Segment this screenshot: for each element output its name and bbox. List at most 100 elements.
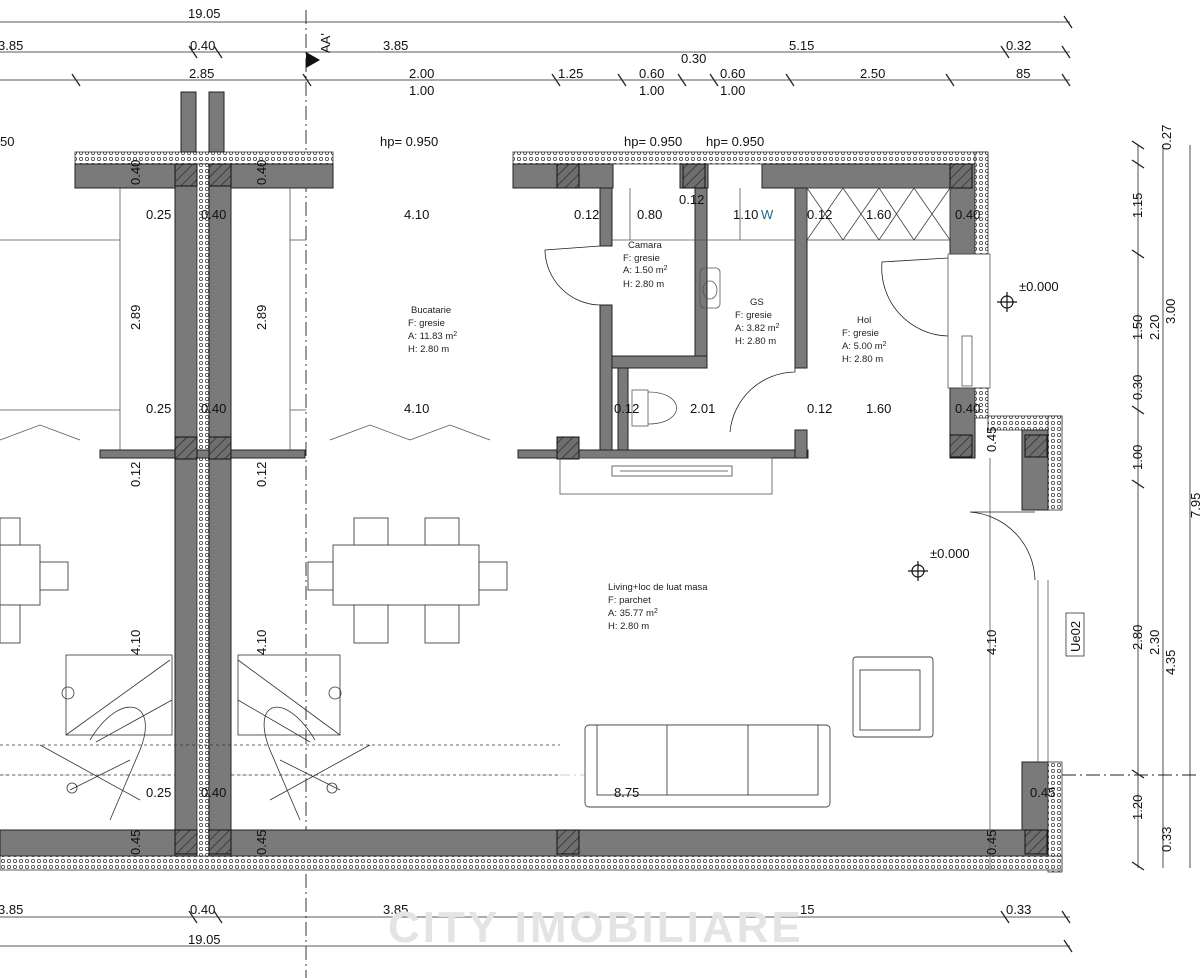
svg-text:0.45: 0.45 bbox=[984, 830, 999, 855]
doors bbox=[544, 245, 1036, 581]
svg-text:Bucatarie: Bucatarie bbox=[411, 305, 451, 316]
svg-text:F: gresie: F: gresie bbox=[735, 310, 772, 321]
dining-tables bbox=[0, 517, 508, 644]
svg-text:2.50: 2.50 bbox=[860, 66, 885, 81]
svg-text:2.30: 2.30 bbox=[1147, 630, 1162, 655]
svg-text:2.85: 2.85 bbox=[189, 66, 214, 81]
svg-text:±0.000: ±0.000 bbox=[930, 546, 970, 561]
bottom-dimension-text: 3.85 0.40 3.85 15 0.33 19.05 bbox=[0, 902, 1031, 947]
svg-text:2.20: 2.20 bbox=[1147, 315, 1162, 340]
svg-text:H: 2.80 m: H: 2.80 m bbox=[408, 344, 449, 355]
svg-text:85: 85 bbox=[1016, 66, 1030, 81]
svg-text:1.60: 1.60 bbox=[866, 207, 891, 222]
svg-text:A: 1.50 m2: A: 1.50 m2 bbox=[623, 265, 668, 276]
svg-text:0.12: 0.12 bbox=[807, 207, 832, 222]
dimension-lines bbox=[0, 21, 1191, 947]
svg-text:1.00: 1.00 bbox=[409, 83, 434, 98]
sofa bbox=[584, 724, 831, 808]
svg-text:19.05: 19.05 bbox=[188, 932, 221, 947]
watermark: CITY IMOBILIARE bbox=[388, 903, 804, 952]
svg-text:0.30: 0.30 bbox=[681, 51, 706, 66]
top-dimension-text: 19.05 AA' 3.85 0.40 3.85 5.15 0.32 0.30 … bbox=[0, 6, 1031, 149]
svg-text:0.80: 0.80 bbox=[637, 207, 662, 222]
svg-text:0.40: 0.40 bbox=[201, 785, 226, 800]
room-label-hol: Hol F: gresie A: 5.00 m2 H: 2.80 m bbox=[842, 315, 887, 365]
armchair bbox=[852, 656, 934, 738]
svg-text:0.30: 0.30 bbox=[1130, 375, 1145, 400]
window-tag-box bbox=[1065, 612, 1085, 657]
svg-text:1.50: 1.50 bbox=[1130, 315, 1145, 340]
svg-text:0.12: 0.12 bbox=[574, 207, 599, 222]
svg-text:0.25: 0.25 bbox=[146, 207, 171, 222]
svg-text:1.00: 1.00 bbox=[1130, 445, 1145, 470]
svg-text:3.85: 3.85 bbox=[0, 902, 23, 917]
svg-text:4.10: 4.10 bbox=[254, 630, 269, 655]
svg-text:0.40: 0.40 bbox=[254, 160, 269, 185]
svg-text:4.10: 4.10 bbox=[404, 401, 429, 416]
svg-text:0.40: 0.40 bbox=[201, 401, 226, 416]
svg-text:Ue02: Ue02 bbox=[1068, 621, 1083, 652]
svg-text:0.12: 0.12 bbox=[128, 462, 143, 487]
svg-text:0.32: 0.32 bbox=[1006, 38, 1031, 53]
svg-text:0.33: 0.33 bbox=[1006, 902, 1031, 917]
svg-text:H: 2.80 m: H: 2.80 m bbox=[608, 621, 649, 632]
svg-text:0.12: 0.12 bbox=[679, 192, 704, 207]
svg-text:W: W bbox=[761, 207, 774, 222]
storage-cabinet bbox=[806, 187, 951, 241]
svg-text:0.33: 0.33 bbox=[1159, 827, 1174, 852]
svg-text:0.45: 0.45 bbox=[128, 830, 143, 855]
svg-text:0.40: 0.40 bbox=[201, 207, 226, 222]
interior-lines bbox=[0, 188, 1049, 870]
svg-text:4.10: 4.10 bbox=[984, 630, 999, 655]
svg-text:0.45: 0.45 bbox=[254, 830, 269, 855]
svg-text:1.20: 1.20 bbox=[1130, 795, 1145, 820]
svg-text:3.85: 3.85 bbox=[383, 902, 408, 917]
svg-text:19.05: 19.05 bbox=[188, 6, 221, 21]
svg-text:0.40: 0.40 bbox=[955, 207, 980, 222]
svg-text:2.89: 2.89 bbox=[128, 305, 143, 330]
svg-text:7.95: 7.95 bbox=[1188, 493, 1200, 518]
svg-text:8.75: 8.75 bbox=[614, 785, 639, 800]
svg-text:0.45: 0.45 bbox=[984, 427, 999, 452]
svg-text:0.12: 0.12 bbox=[807, 401, 832, 416]
svg-text:AA': AA' bbox=[318, 33, 333, 53]
svg-text:3.00: 3.00 bbox=[1163, 299, 1178, 324]
svg-text:hp= 0.950: hp= 0.950 bbox=[380, 134, 438, 149]
svg-text:15: 15 bbox=[800, 902, 814, 917]
spiral-stairs bbox=[0, 654, 560, 821]
svg-text:4.35: 4.35 bbox=[1163, 650, 1178, 675]
svg-text:A: 11.83 m2: A: 11.83 m2 bbox=[408, 331, 457, 342]
svg-text:1.00: 1.00 bbox=[639, 83, 664, 98]
svg-text:0.12: 0.12 bbox=[254, 462, 269, 487]
svg-text:Living+loc de luat masa: Living+loc de luat masa bbox=[608, 582, 708, 593]
svg-text:0.27: 0.27 bbox=[1159, 125, 1174, 150]
svg-text:2.01: 2.01 bbox=[690, 401, 715, 416]
level-text: ±0.000 ±0.000 bbox=[930, 279, 1059, 561]
svg-text:4.10: 4.10 bbox=[128, 630, 143, 655]
svg-text:5.15: 5.15 bbox=[789, 38, 814, 53]
svg-text:0.25: 0.25 bbox=[146, 401, 171, 416]
svg-text:0.40: 0.40 bbox=[955, 401, 980, 416]
svg-text:H: 2.80 m: H: 2.80 m bbox=[735, 336, 776, 347]
dimension-ticks bbox=[71, 15, 1145, 953]
svg-text:0.60: 0.60 bbox=[720, 66, 745, 81]
svg-text:Camara: Camara bbox=[628, 240, 663, 251]
svg-text:F: gresie: F: gresie bbox=[623, 253, 660, 264]
svg-text:GS: GS bbox=[750, 297, 764, 308]
svg-text:2.00: 2.00 bbox=[409, 66, 434, 81]
svg-text:Hol: Hol bbox=[857, 315, 871, 326]
svg-text:4.10: 4.10 bbox=[404, 207, 429, 222]
svg-text:1.60: 1.60 bbox=[866, 401, 891, 416]
svg-text:±0.000: ±0.000 bbox=[1019, 279, 1059, 294]
room-label-bucatarie: Bucatarie F: gresie A: 11.83 m2 H: 2.80 … bbox=[408, 305, 457, 355]
svg-text:2.80: 2.80 bbox=[1130, 625, 1145, 650]
room-label-camara: Camara F: gresie A: 1.50 m2 H: 2.80 m bbox=[623, 240, 668, 290]
svg-text:1.10: 1.10 bbox=[733, 207, 758, 222]
svg-text:1.25: 1.25 bbox=[558, 66, 583, 81]
svg-text:H: 2.80 m: H: 2.80 m bbox=[623, 279, 664, 290]
svg-text:3.85: 3.85 bbox=[0, 38, 23, 53]
sanitary-fixtures bbox=[631, 267, 721, 427]
svg-text:F: parchet: F: parchet bbox=[608, 595, 651, 606]
kitchen-counter bbox=[611, 465, 733, 477]
